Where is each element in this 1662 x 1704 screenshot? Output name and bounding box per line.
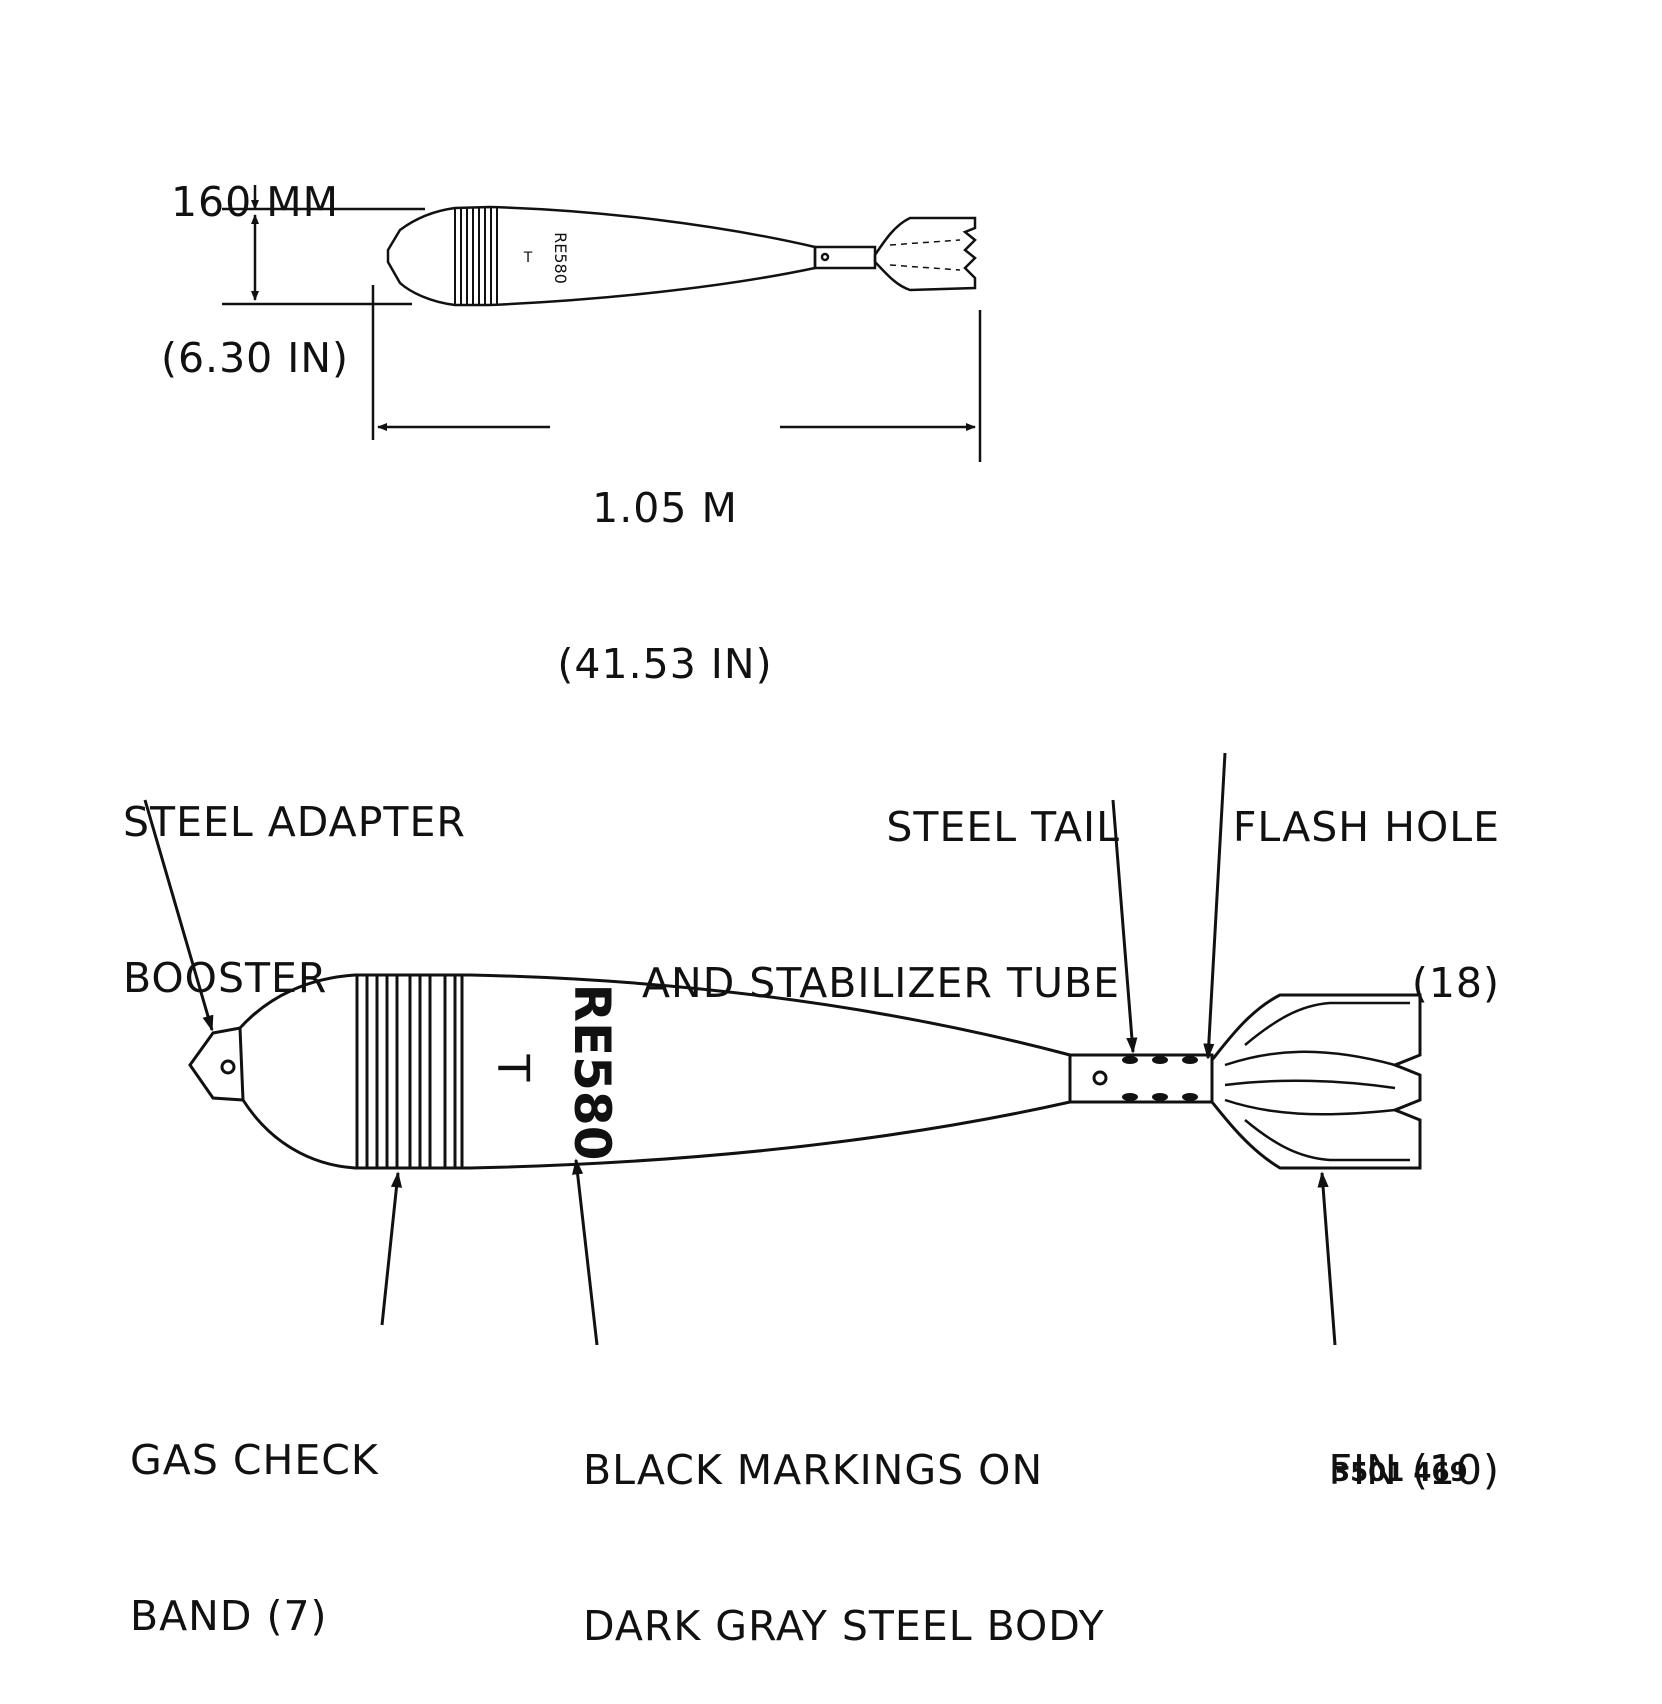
arrow-black-markings: [572, 1158, 599, 1346]
label-steel-adapter-booster: STEEL ADAPTER BOOSTER: [123, 798, 466, 1002]
large-marking-t: T: [487, 1054, 538, 1082]
label-black-markings: BLACK MARKINGS ON DARK GRAY STEEL BODY: [583, 1446, 1105, 1650]
arrow-gas-check-band: [380, 1171, 403, 1326]
leader-arrows: [143, 752, 1337, 1346]
large-marking: RE580: [563, 983, 621, 1160]
svg-text:T: T: [523, 250, 533, 266]
length-dimension: [371, 285, 982, 462]
mortar-round-diagram: RE580 T: [123, 72, 1500, 1650]
adapter-booster: [188, 1026, 245, 1102]
large-mortar-round: [188, 973, 1422, 1170]
length-label: 1.05 M (41.53 IN): [545, 378, 785, 742]
length-in: (41.53 IN): [557, 640, 773, 688]
small-round-body: [386, 205, 817, 307]
diameter-dimension: [222, 185, 425, 306]
arrow-fin: [1317, 1171, 1337, 1346]
diameter-in: (6.30 IN): [160, 334, 350, 382]
flash-holes: [1122, 1056, 1198, 1101]
diameter-label: 160 MM (6.30 IN): [150, 72, 360, 436]
arrow-flash-hole: [1203, 752, 1227, 1060]
figure-id: 3501 469: [1332, 1458, 1468, 1488]
small-gas-check-band: [454, 208, 498, 305]
small-mortar-round: [386, 205, 977, 307]
label-steel-tail-tube: STEEL TAIL AND STABILIZER TUBE: [641, 803, 1120, 1007]
length-m: 1.05 M: [592, 484, 738, 532]
fins: [1210, 993, 1422, 1170]
gas-check-band: [355, 975, 464, 1168]
label-flash-hole: FLASH HOLE (18): [1232, 803, 1500, 1007]
label-fin: FIN (10): [1328, 1446, 1500, 1494]
arrow-adapter-booster: [143, 799, 214, 1032]
diameter-mm: 160 MM: [170, 178, 340, 226]
label-gas-check-band: GAS CHECK BAND (7): [130, 1436, 379, 1640]
arrow-tail-tube: [1111, 799, 1138, 1054]
small-tail-tube: [813, 245, 877, 270]
small-marking: RE580: [551, 232, 570, 284]
small-fins: [873, 216, 977, 292]
